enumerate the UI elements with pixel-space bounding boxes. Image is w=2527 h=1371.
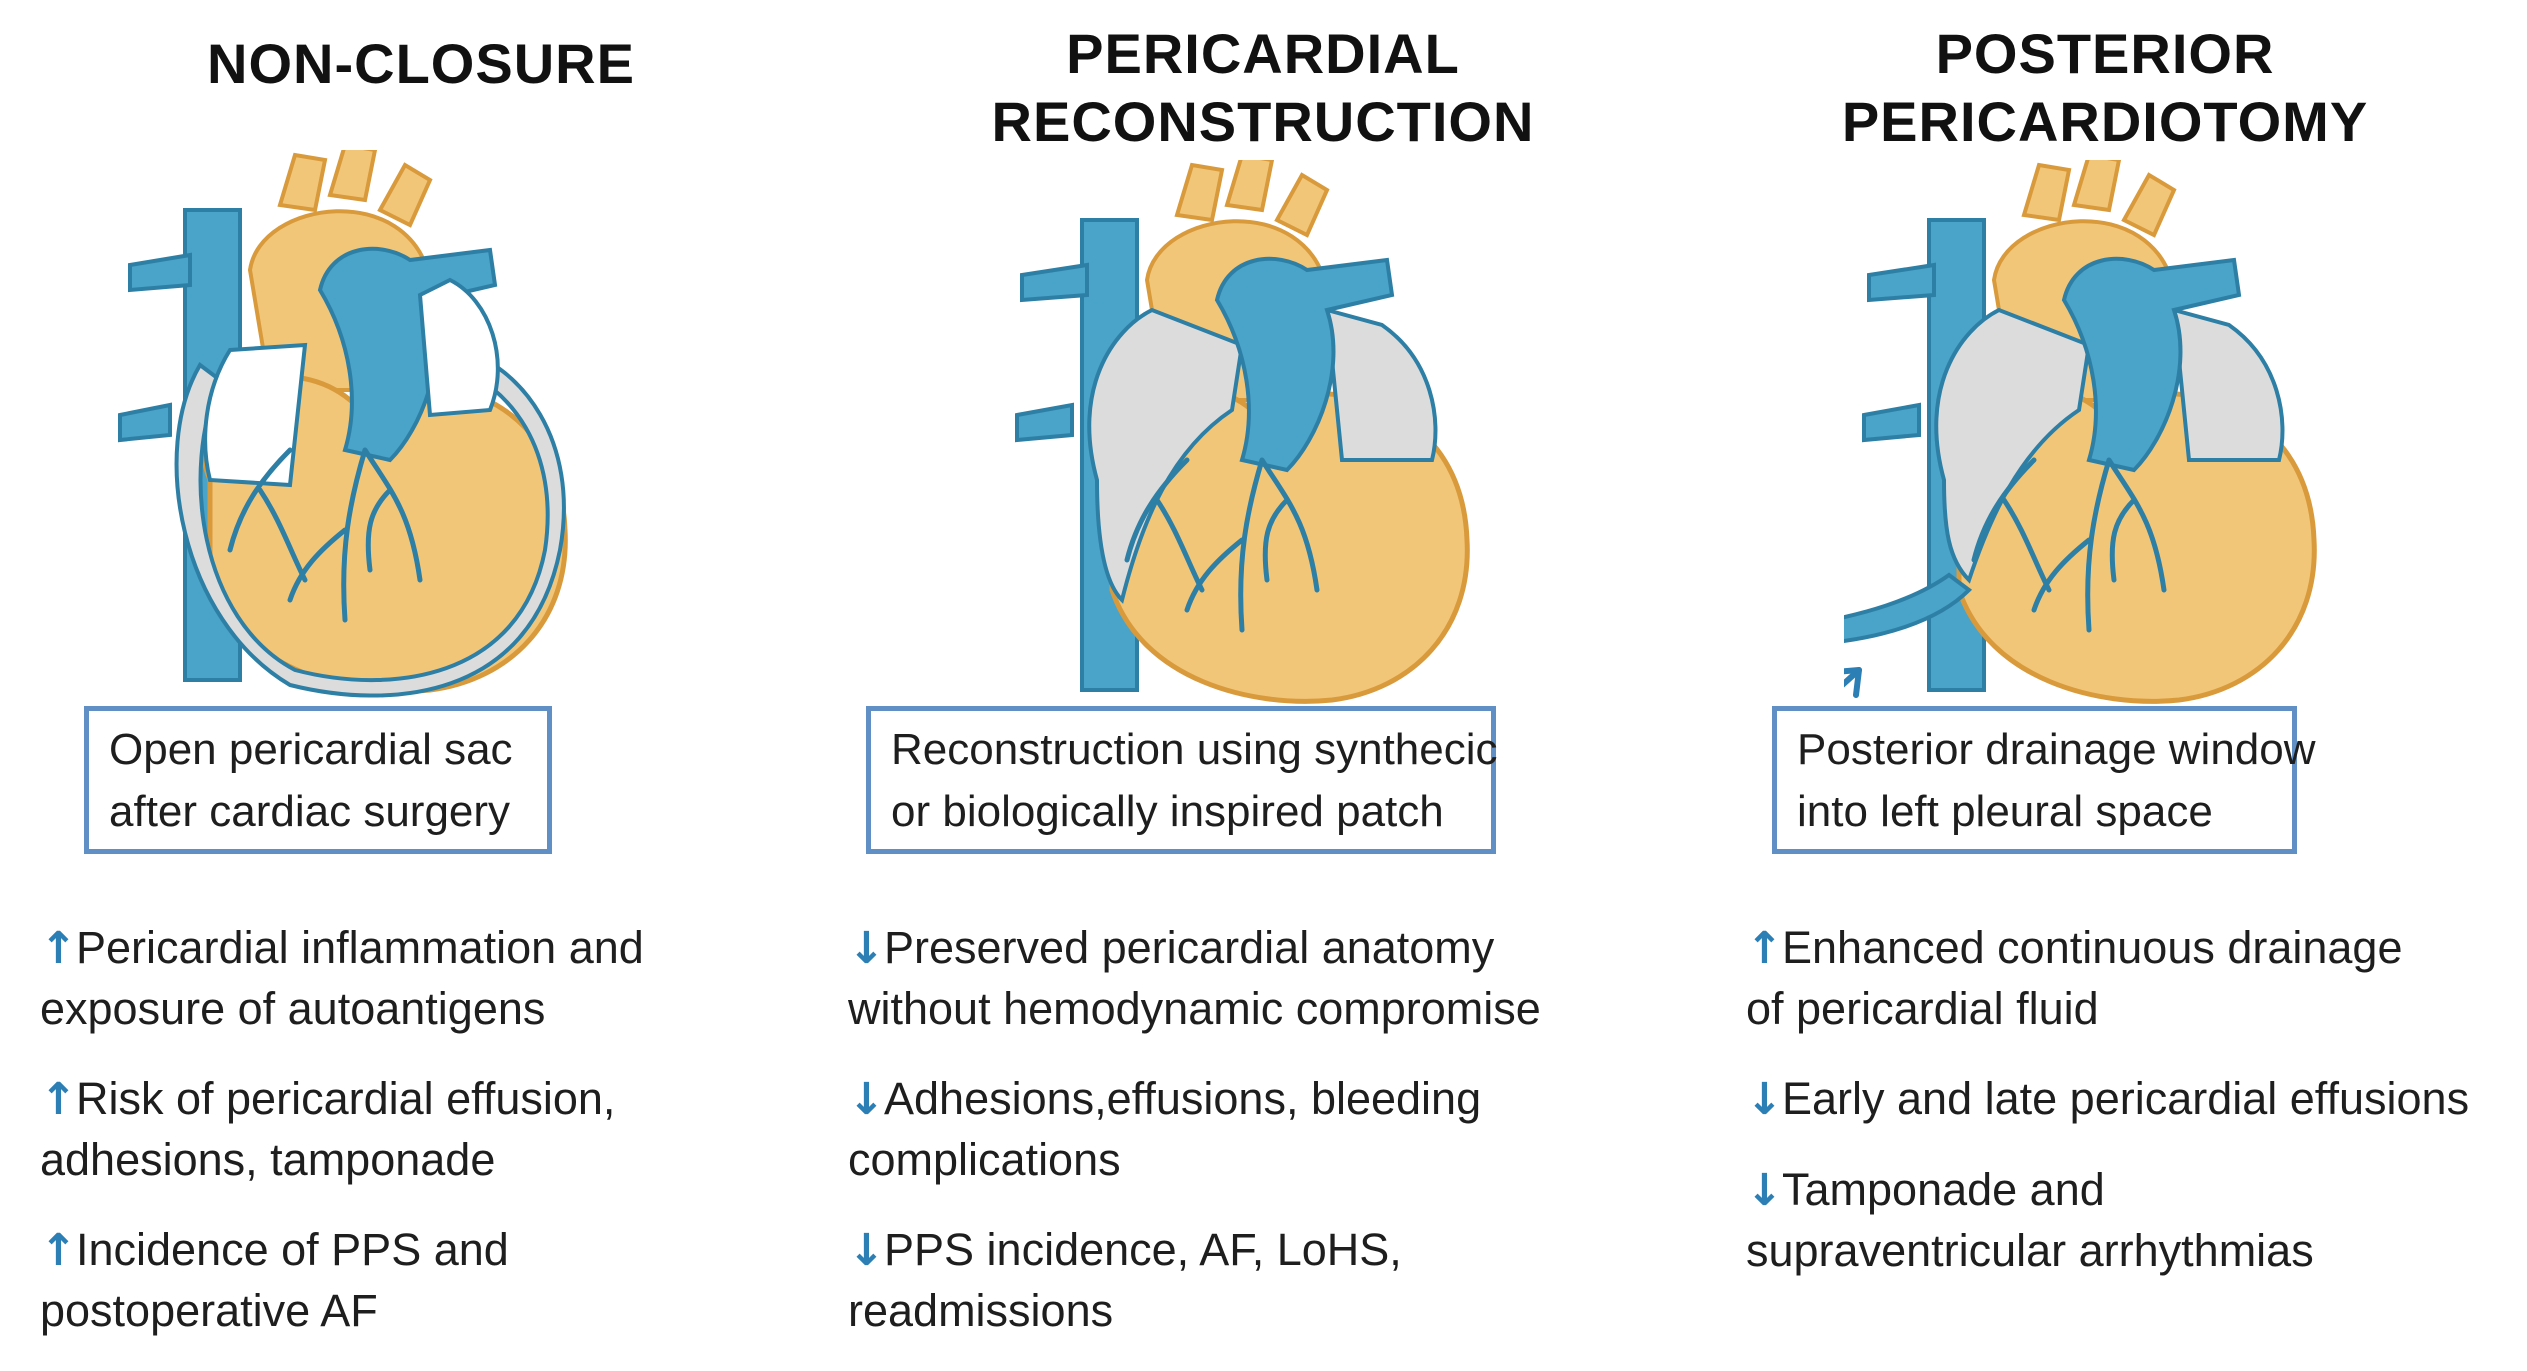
bullet-text: Pericardial inflammation and (76, 922, 644, 973)
bullet-list: ↑Enhanced continuous drainage of pericar… (1746, 918, 2516, 1311)
description-line: after cardiac surgery (109, 787, 511, 836)
bullet-text: postoperative AF (40, 1285, 378, 1336)
title-line: NON-CLOSURE (207, 32, 635, 95)
bullet-item: ↓Adhesions,effusions, bleeding complicat… (848, 1069, 1674, 1190)
title-line: PERICARDIOTOMY (1841, 90, 2369, 153)
bullet-item: ↑Pericardial inflammation and exposure o… (40, 918, 832, 1039)
arrow-down-icon: ↓ (848, 923, 885, 974)
bullet-text: of pericardial fluid (1746, 983, 2099, 1034)
description-box: Open pericardial sac after cardiac surge… (84, 706, 552, 854)
arrow-up-icon: ↑ (40, 1225, 77, 1276)
description-box: Reconstruction using synthecic or biolog… (866, 706, 1498, 854)
bullet-text: complications (848, 1134, 1121, 1185)
arrow-up-icon: ↑ (40, 923, 77, 974)
description-line: Reconstruction using synthecic (891, 725, 1498, 774)
panel-title: NON-CLOSURE (0, 30, 842, 98)
bullet-text: Tamponade and (1782, 1164, 2105, 1215)
bullet-text: Preserved pericardial anatomy (884, 922, 1495, 973)
heart-illustration-patch (1015, 160, 1470, 704)
description-line: into left pleural space (1797, 787, 2213, 836)
arrow-down-icon: ↓ (1746, 1165, 1783, 1216)
bullet-text: Early and late pericardial effusions (1782, 1073, 2470, 1124)
bullet-list: ↑Pericardial inflammation and exposure o… (40, 918, 832, 1371)
arrow-up-icon: ↑ (40, 1074, 77, 1125)
title-line: RECONSTRUCTION (991, 90, 1535, 153)
bullet-item: ↑Enhanced continuous drainage of pericar… (1746, 918, 2516, 1039)
description-line: or biologically inspired patch (891, 787, 1444, 836)
panel-posterior-pericardiotomy: POSTERIOR PERICARDIOTOMY Posterior drain… (1684, 0, 2526, 1366)
bullet-list: ↓Preserved pericardial anatomy without h… (848, 918, 1674, 1371)
panel-title: POSTERIOR PERICARDIOTOMY (1684, 20, 2526, 156)
description-box: Posterior drainage window into left pleu… (1772, 706, 2316, 854)
bullet-text: Risk of pericardial effusion, (76, 1073, 616, 1124)
bullet-text: adhesions, tamponade (40, 1134, 496, 1185)
title-line: POSTERIOR (1935, 22, 2275, 85)
panel-title: PERICARDIAL RECONSTRUCTION (842, 20, 1684, 156)
bullet-text: Adhesions,effusions, bleeding (884, 1073, 1482, 1124)
bullet-item: ↑Risk of pericardial effusion, adhesions… (40, 1069, 832, 1190)
bullet-item: ↑Incidence of PPS and postoperative AF (40, 1220, 832, 1341)
panel-non-closure: NON-CLOSURE Open pericardial sac after c… (0, 0, 842, 1366)
bullet-text: supraventricular arrhythmias (1746, 1225, 2314, 1276)
arrow-down-icon: ↓ (848, 1074, 885, 1125)
bullet-text: Enhanced continuous drainage (1782, 922, 2403, 973)
title-line: PERICARDIAL (1066, 22, 1460, 85)
heart-illustration-drainage-window (1844, 160, 2317, 704)
arrow-down-icon: ↓ (848, 1225, 885, 1276)
bullet-text: PPS incidence, AF, LoHS, (884, 1224, 1402, 1275)
description-line: Open pericardial sac (109, 725, 513, 774)
bullet-text: without hemodynamic compromise (848, 983, 1541, 1034)
bullet-item: ↓Early and late pericardial effusions (1746, 1069, 2516, 1130)
bullet-text: readmissions (848, 1285, 1114, 1336)
bullet-item: ↓PPS incidence, AF, LoHS, readmissions (848, 1220, 1674, 1341)
panel-pericardial-reconstruction: PERICARDIAL RECONSTRUCTION Reconstructio… (842, 0, 1684, 1366)
bullet-item: ↓Tamponade and supraventricular arrhythm… (1746, 1160, 2516, 1281)
arrow-up-icon: ↑ (1746, 923, 1783, 974)
heart-illustration-open-sac (118, 150, 568, 698)
description-line: Posterior drainage window (1797, 725, 2316, 774)
arrow-down-icon: ↓ (1746, 1074, 1783, 1125)
bullet-text: Incidence of PPS and (76, 1224, 509, 1275)
bullet-item: ↓Preserved pericardial anatomy without h… (848, 918, 1674, 1039)
bullet-text: exposure of autoantigens (40, 983, 546, 1034)
